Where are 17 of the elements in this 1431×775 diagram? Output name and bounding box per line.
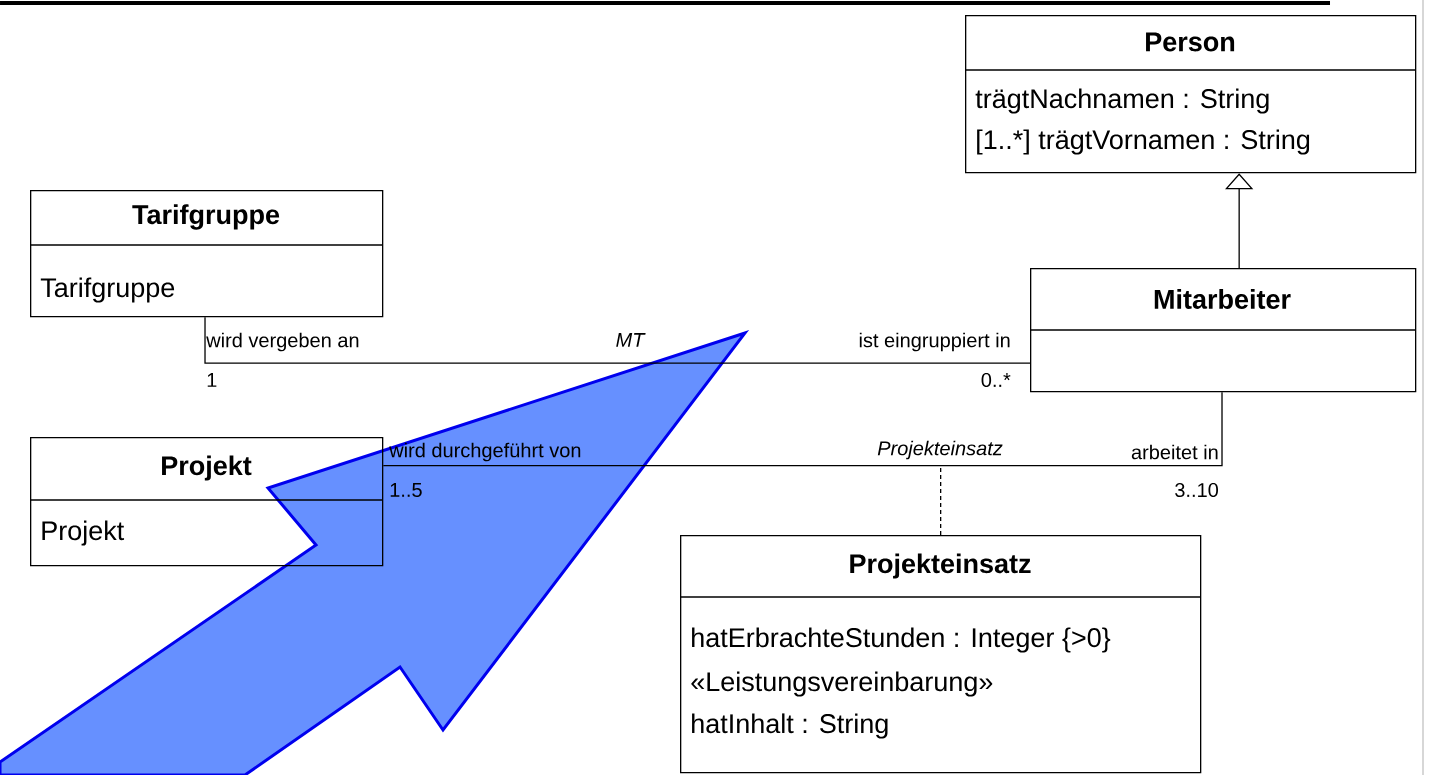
multiplicity-label: 0..* xyxy=(981,372,1011,388)
role-label: arbeitet in xyxy=(1131,444,1218,460)
multiplicity-label: 1..5 xyxy=(390,483,422,497)
edge-label: Projekteinsatz xyxy=(877,440,1003,460)
association-line xyxy=(204,316,1031,364)
class-box: Tarifgruppe Tarifgruppe xyxy=(29,190,384,318)
role-label: ist eingruppiert in xyxy=(859,332,1010,352)
role-label: wird durchgeführt von xyxy=(389,442,581,462)
role-label: wird vergeben an xyxy=(206,332,359,352)
association-line xyxy=(382,391,1223,467)
class-box: Projekt Projekt xyxy=(29,437,384,567)
multiplicity-label: 3..10 xyxy=(1175,482,1218,498)
multiplicity-label: 1 xyxy=(207,373,217,387)
class-box: Person trägtNachnamen : String [1..*] trägtVornamen : String xyxy=(964,15,1417,174)
edge-label: MT xyxy=(616,333,646,347)
class-box: Projekteinsatz hatErbrachteStunden : Integer {>0} «Leistungsvereinbarung» hatInhalt : String xyxy=(679,535,1202,774)
class-box: Mitarbeiter xyxy=(1029,268,1417,393)
